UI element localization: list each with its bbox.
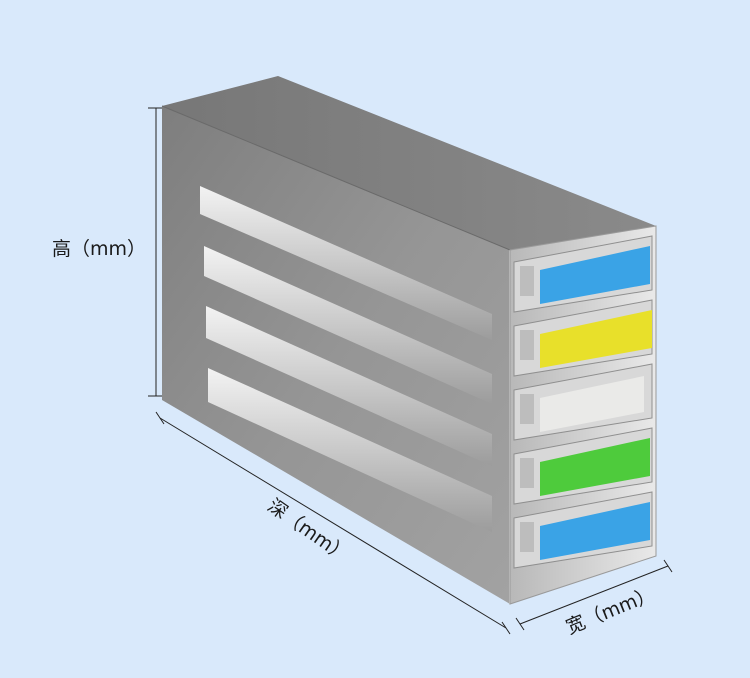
- side-slot: [204, 246, 492, 404]
- drawer-label-blue: [540, 246, 650, 304]
- drawer-stack: [513, 235, 653, 569]
- side-slot: [206, 306, 492, 466]
- drawer-label-yellow: [540, 310, 652, 368]
- drawer-label-blue: [540, 502, 650, 560]
- drawer-3: [513, 363, 653, 441]
- height-dimension-label: 高（mm）: [52, 238, 147, 260]
- drawer-4: [513, 427, 653, 505]
- rack-top-panel: [162, 76, 656, 250]
- drawer-5: [513, 491, 653, 569]
- drawer-2: [513, 299, 653, 377]
- depth-dimension-line: [159, 417, 507, 629]
- drawer-1: [513, 235, 653, 313]
- drawer-label-white: [540, 376, 644, 432]
- side-slot: [200, 186, 492, 340]
- dimension-lines: [148, 107, 673, 635]
- side-slot: [208, 368, 492, 532]
- side-slots: [200, 186, 492, 532]
- drawer-label-green: [540, 438, 650, 496]
- width-dimension-line: [519, 565, 669, 625]
